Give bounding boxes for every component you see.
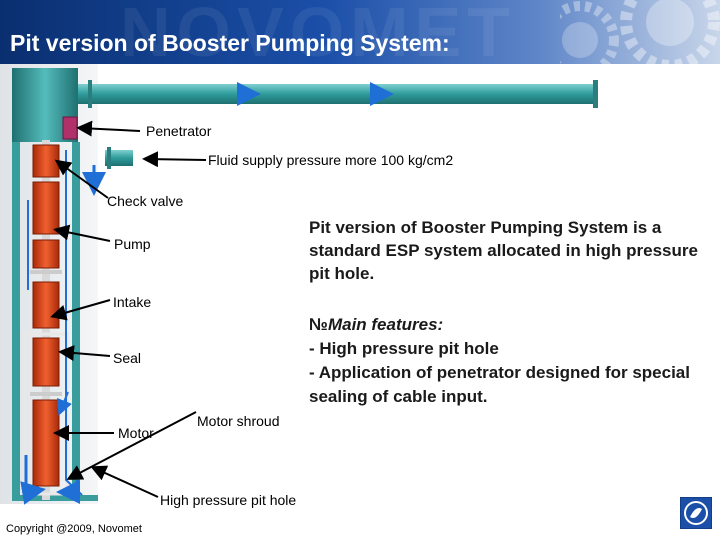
gear-graphic-icon — [560, 0, 720, 64]
pump-section — [32, 239, 60, 269]
feature-item: - Application of penetrator designed for… — [309, 363, 690, 406]
label-fluid-supply: Fluid supply pressure more 100 kg/cm2 — [208, 152, 454, 168]
fluid-inlet-pipe — [105, 150, 133, 166]
feature-bullet: № — [309, 315, 328, 334]
pipe-flange — [88, 80, 92, 108]
leader-pump — [53, 224, 111, 242]
intake-section — [32, 281, 60, 329]
novomet-logo-icon — [679, 496, 713, 530]
discharge-pipe — [70, 84, 598, 104]
header-watermark: NOVOMET — [120, 0, 516, 71]
label-penetrator: Penetrator — [146, 123, 212, 139]
label-pit-hole: High pressure pit hole — [160, 492, 297, 508]
leader-fluid-supply — [142, 151, 207, 168]
label-motor-shroud: Motor shroud — [197, 413, 280, 429]
page-title: Pit version of Booster Pumping System: — [10, 30, 450, 56]
seal-section — [32, 337, 60, 387]
features-block: №Main features: - High pressure pit hole… — [309, 313, 714, 409]
pit-casing-bottom — [12, 495, 98, 501]
leader-check-valve — [54, 159, 109, 199]
flow-arrow — [20, 455, 46, 505]
description-text: Pit version of Booster Pumping System is… — [309, 218, 698, 283]
flow-arrow — [56, 479, 81, 504]
flow-arrow — [57, 391, 72, 416]
pump-section — [32, 181, 60, 235]
leader-seal — [58, 345, 111, 361]
label-pump: Pump — [114, 236, 151, 252]
coupling — [30, 392, 62, 396]
leader-pit-hole — [90, 465, 159, 498]
copyright-text: Copyright @2009, Novomet — [6, 523, 142, 535]
label-check-valve: Check valve — [107, 193, 184, 209]
label-motor: Motor — [118, 425, 154, 441]
label-seal: Seal — [113, 350, 142, 366]
leader-penetrator — [76, 120, 141, 137]
features-heading-text: Main features: — [327, 315, 444, 334]
leader-intake — [50, 299, 111, 321]
pit-casing-right — [72, 142, 80, 500]
feature-item: - High pressure pit hole — [309, 339, 499, 358]
features-heading: №Main features: — [309, 313, 714, 337]
check-valve — [32, 144, 60, 178]
header-bar: NOVOMET Pit version of Booster Pumping S… — [0, 0, 720, 71]
label-intake: Intake — [113, 294, 152, 310]
inlet-flange — [107, 147, 111, 169]
pit-casing-left — [12, 142, 20, 500]
pipe-flange — [593, 80, 598, 108]
motor-section — [32, 399, 60, 487]
leader-motor-shroud — [66, 411, 197, 480]
penetrator-block — [62, 116, 78, 140]
coupling — [30, 270, 62, 274]
